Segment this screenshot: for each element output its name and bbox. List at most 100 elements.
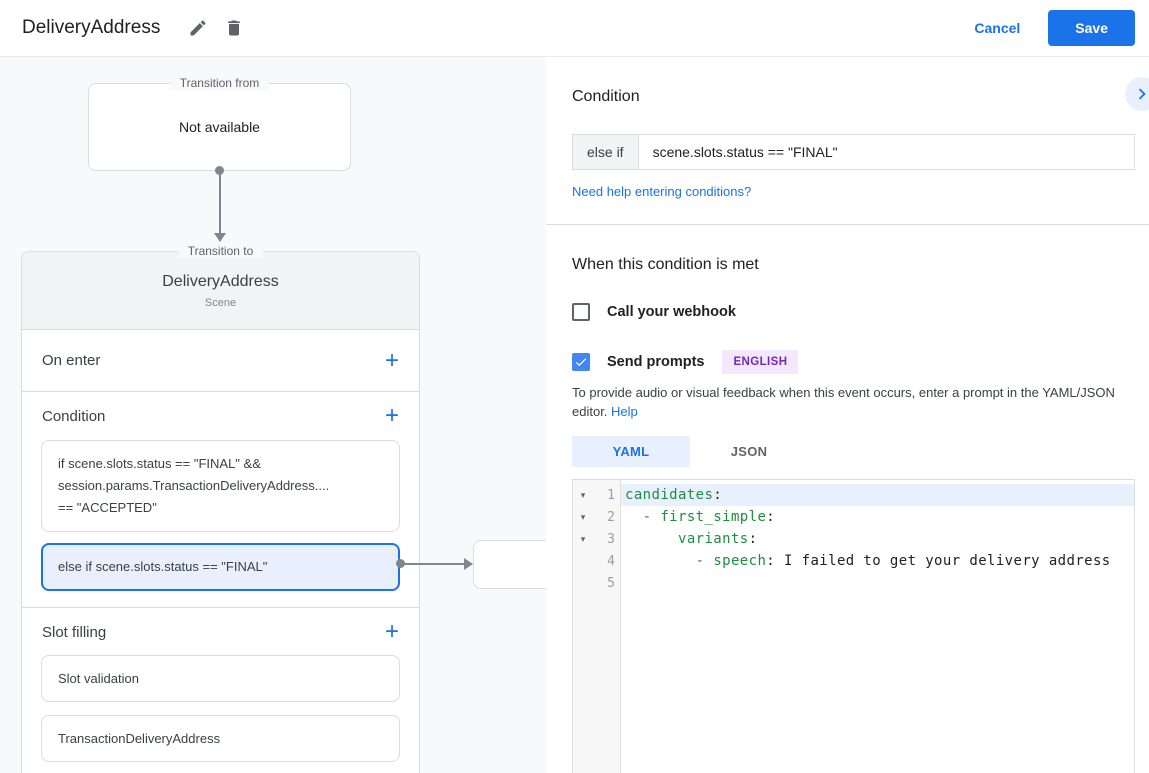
cancel-button[interactable]: Cancel bbox=[974, 20, 1021, 36]
pencil-icon bbox=[190, 20, 206, 36]
editor-tabs: YAML JSON bbox=[572, 436, 1135, 467]
code-segment: - bbox=[695, 553, 714, 569]
code-line[interactable]: - speech: I failed to get your delivery … bbox=[621, 550, 1134, 572]
condition-editor-panel: Condition else if scene.slots.status == … bbox=[546, 57, 1149, 773]
code-segment: candidates bbox=[625, 487, 714, 503]
condition-box[interactable]: else if scene.slots.status == "FINAL" bbox=[41, 543, 400, 591]
scene-name: DeliveryAddress bbox=[162, 273, 279, 290]
section-divider bbox=[546, 224, 1149, 225]
tab-json[interactable]: JSON bbox=[730, 444, 768, 459]
condition-list: if scene.slots.status == "FINAL" && sessi… bbox=[41, 440, 400, 591]
condition-box[interactable]: if scene.slots.status == "FINAL" && sessi… bbox=[41, 440, 400, 532]
fold-arrow-icon[interactable]: ▾ bbox=[580, 511, 586, 522]
code-segment: : bbox=[766, 509, 776, 525]
transition-to-card: Transition to DeliveryAddress Scene On e… bbox=[21, 244, 420, 773]
transition-from-label: Transition from bbox=[169, 76, 270, 90]
code-segment: variants bbox=[677, 531, 749, 547]
save-button[interactable]: Save bbox=[1048, 10, 1135, 46]
code-segment: speech bbox=[713, 553, 767, 569]
send-prompts-checkbox[interactable] bbox=[572, 353, 590, 371]
editor-line-row: 4 - speech: I failed to get your deliver… bbox=[573, 550, 1134, 572]
condition-heading: Condition bbox=[572, 88, 640, 105]
add-slot-button[interactable]: + bbox=[384, 618, 399, 645]
collapse-panel-button[interactable] bbox=[1125, 77, 1149, 111]
code-segment: I failed to get your delivery address bbox=[783, 553, 1111, 569]
condition-box-line: if scene.slots.status == "FINAL" && bbox=[58, 456, 261, 471]
add-condition-button[interactable]: + bbox=[384, 402, 399, 429]
delete-scene-button[interactable] bbox=[216, 10, 252, 46]
scene-diagram-panel: Transition from Not available Transition… bbox=[0, 57, 546, 773]
editor-gutter-cell: 4 bbox=[573, 550, 621, 572]
code-segment: - bbox=[642, 509, 661, 525]
conditions-help-link[interactable]: Need help entering conditions? bbox=[572, 184, 752, 199]
code-line[interactable]: candidates: bbox=[621, 484, 1134, 506]
condition-input[interactable]: scene.slots.status == "FINAL" bbox=[652, 144, 838, 160]
on-enter-label: On enter bbox=[42, 352, 101, 369]
when-condition-heading: When this condition is met bbox=[572, 256, 759, 273]
send-prompts-row: Send prompts ENGLISH bbox=[572, 350, 1135, 374]
transition-target-box[interactable] bbox=[473, 540, 546, 589]
code-segment bbox=[625, 553, 696, 569]
editor-gutter bbox=[573, 480, 621, 773]
editor-gutter-cell: ▾3 bbox=[573, 528, 621, 550]
tab-yaml[interactable]: YAML bbox=[572, 436, 690, 467]
editor-line-row: ▾3 variants: bbox=[573, 528, 1134, 550]
condition-box-line: session.params.TransactionDeliveryAddres… bbox=[58, 478, 330, 493]
slot-filling-label: Slot filling bbox=[42, 623, 107, 641]
webhook-label: Call your webhook bbox=[607, 304, 736, 320]
line-number: 5 bbox=[607, 575, 615, 591]
connector-line bbox=[219, 171, 221, 233]
prompt-description-text: To provide audio or visual feedback when… bbox=[572, 385, 1115, 419]
line-number: 3 bbox=[607, 531, 615, 547]
help-link[interactable]: Help bbox=[611, 404, 638, 419]
webhook-checkbox[interactable] bbox=[572, 303, 590, 321]
scene-type: Scene bbox=[204, 297, 237, 309]
condition-input-row: else if scene.slots.status == "FINAL" bbox=[572, 134, 1135, 170]
condition-box-line: else if scene.slots.status == "FINAL" bbox=[58, 559, 268, 574]
line-number: 4 bbox=[607, 553, 615, 569]
editor-gutter-cell: ▾1 bbox=[573, 484, 621, 506]
on-enter-row[interactable]: On enter + bbox=[22, 330, 419, 392]
transition-to-label: Transition to bbox=[177, 244, 264, 258]
editor-line-row: 5 bbox=[573, 572, 1134, 594]
scene-card-header[interactable]: DeliveryAddress Scene bbox=[22, 252, 419, 330]
edit-scene-button[interactable] bbox=[180, 10, 216, 46]
trash-icon bbox=[228, 20, 241, 36]
arrow-down-icon bbox=[214, 233, 226, 242]
main-area: Transition from Not available Transition… bbox=[0, 57, 1149, 773]
code-segment: first_simple bbox=[660, 509, 767, 525]
add-on-enter-button[interactable]: + bbox=[384, 346, 399, 374]
editor-line-row: ▾2 - first_simple: bbox=[573, 506, 1134, 528]
topbar: DeliveryAddress Cancel Save bbox=[0, 0, 1149, 57]
condition-section-label: Condition bbox=[42, 407, 106, 425]
arrow-right-icon bbox=[464, 558, 473, 570]
check-icon bbox=[575, 358, 587, 367]
condition-box-line: == "ACCEPTED" bbox=[58, 500, 157, 515]
editor-gutter-cell: 5 bbox=[573, 572, 621, 594]
slot-box[interactable]: TransactionDeliveryAddress bbox=[41, 715, 400, 762]
fold-arrow-icon[interactable]: ▾ bbox=[580, 533, 586, 544]
code-line[interactable] bbox=[621, 572, 1134, 594]
condition-section: Condition + if scene.slots.status == "FI… bbox=[22, 392, 419, 608]
code-segment: : bbox=[748, 531, 758, 547]
transition-from-box[interactable]: Transition from Not available bbox=[88, 76, 351, 171]
send-prompts-label: Send prompts bbox=[607, 354, 705, 370]
code-segment: : bbox=[766, 553, 784, 569]
language-badge: ENGLISH bbox=[722, 350, 799, 374]
connector-dot bbox=[215, 166, 224, 175]
fold-arrow-icon[interactable]: ▾ bbox=[580, 489, 586, 500]
line-number: 1 bbox=[607, 487, 615, 503]
code-segment: : bbox=[713, 487, 723, 503]
connector-line bbox=[402, 563, 464, 565]
code-line[interactable]: variants: bbox=[621, 528, 1134, 550]
condition-section-head: Condition + bbox=[41, 402, 400, 429]
slot-filling-section-head: Slot filling + bbox=[41, 618, 400, 645]
code-line[interactable]: - first_simple: bbox=[621, 506, 1134, 528]
page-title: DeliveryAddress bbox=[22, 17, 161, 38]
code-segment bbox=[625, 509, 643, 525]
slot-box[interactable]: Slot validation bbox=[41, 655, 400, 702]
transition-from-content: Not available bbox=[179, 119, 260, 135]
